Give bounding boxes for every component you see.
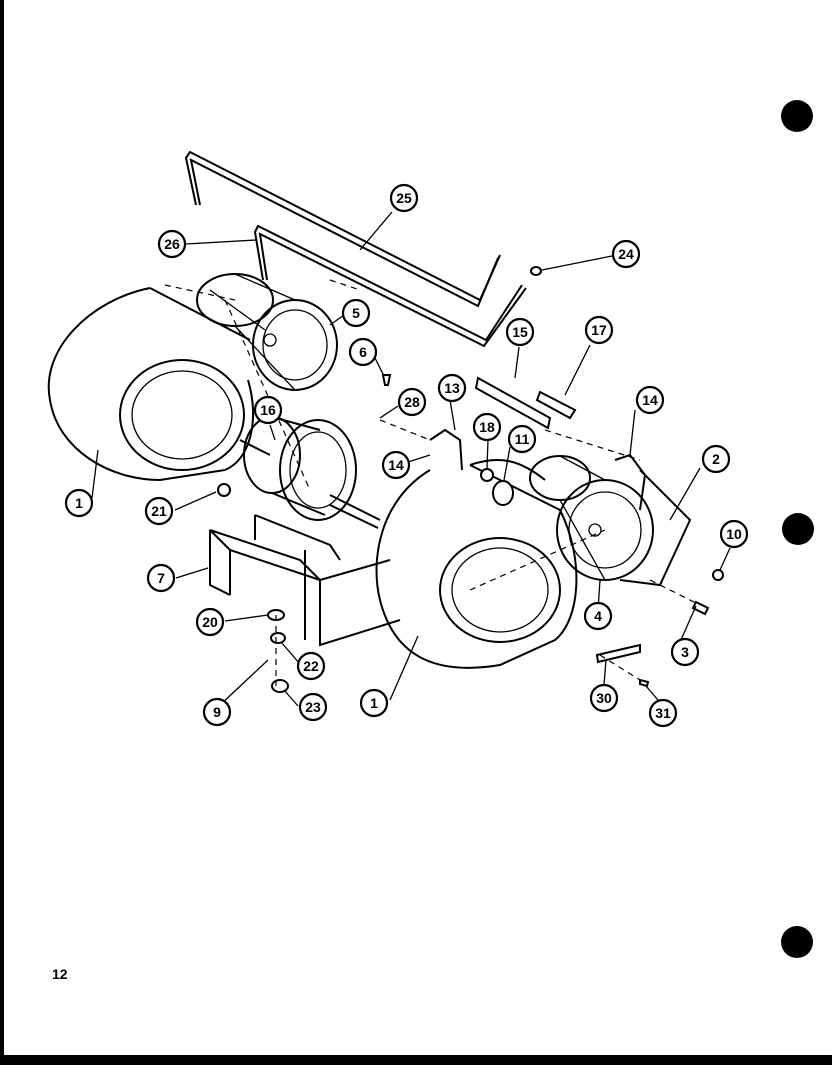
svg-text:26: 26 <box>164 236 180 252</box>
svg-text:18: 18 <box>479 419 495 435</box>
svg-text:28: 28 <box>404 394 420 410</box>
binder-hole-middle <box>782 513 814 545</box>
blower-wheel-right <box>529 455 654 581</box>
svg-text:4: 4 <box>594 608 602 624</box>
alignment-lines <box>164 279 701 686</box>
svg-text:25: 25 <box>396 190 412 206</box>
callout-14-right: 14 <box>635 385 665 415</box>
callout-4: 4 <box>583 601 613 631</box>
callout-30: 30 <box>589 683 619 713</box>
svg-text:7: 7 <box>157 570 165 586</box>
callout-23: 23 <box>298 692 328 722</box>
screw-31 <box>639 678 650 688</box>
callout-26: 26 <box>157 229 187 259</box>
callout-5: 5 <box>341 298 371 328</box>
callout-31: 31 <box>648 698 678 728</box>
binder-hole-bottom <box>781 926 813 958</box>
callout-18: 18 <box>472 412 502 442</box>
support-rod-26 <box>253 224 527 348</box>
plug-24 <box>530 266 542 276</box>
blower-wheel-left <box>196 273 338 391</box>
callout-7: 7 <box>146 563 176 593</box>
svg-text:13: 13 <box>444 380 460 396</box>
washer-22 <box>270 632 286 644</box>
svg-text:23: 23 <box>305 699 321 715</box>
callout-21: 21 <box>144 496 174 526</box>
svg-text:22: 22 <box>303 658 319 674</box>
nut-10 <box>712 569 724 581</box>
callout-10: 10 <box>719 519 749 549</box>
nut-23 <box>271 679 289 693</box>
callout-1-right: 1 <box>359 688 389 718</box>
svg-text:2: 2 <box>712 451 720 467</box>
ring-11 <box>492 480 514 506</box>
strip-15 <box>474 376 552 430</box>
page-number: 12 <box>52 966 68 982</box>
callout-2: 2 <box>701 444 731 474</box>
svg-text:14: 14 <box>388 457 404 473</box>
screw-3 <box>691 600 710 616</box>
svg-text:14: 14 <box>642 392 658 408</box>
callout-25: 25 <box>389 183 419 213</box>
svg-text:21: 21 <box>151 503 167 519</box>
callout-15: 15 <box>505 317 535 347</box>
callout-13: 13 <box>437 373 467 403</box>
callout-14-left: 14 <box>381 450 411 480</box>
blower-housing-right <box>375 459 578 669</box>
blower-housing-left <box>47 287 255 482</box>
screw-6 <box>381 374 392 386</box>
leader-lines <box>91 211 731 707</box>
screw-18 <box>480 468 494 482</box>
strip-30 <box>595 643 641 664</box>
callout-1-left: 1 <box>64 488 94 518</box>
binder-hole-top <box>781 100 813 132</box>
bracket-14-right <box>614 453 647 511</box>
svg-text:9: 9 <box>213 704 221 720</box>
support-rod-25 <box>184 150 501 308</box>
svg-text:31: 31 <box>655 705 671 721</box>
svg-text:11: 11 <box>515 431 530 447</box>
svg-text:1: 1 <box>75 495 83 511</box>
screw-21 <box>217 483 231 497</box>
svg-text:20: 20 <box>202 614 218 630</box>
svg-text:17: 17 <box>591 322 607 338</box>
callout-16: 16 <box>253 395 283 425</box>
svg-text:1: 1 <box>370 695 378 711</box>
motor-mount-base <box>209 514 401 647</box>
callout-20: 20 <box>195 607 225 637</box>
strip-17 <box>535 390 577 420</box>
callout-6: 6 <box>348 337 378 367</box>
callout-28: 28 <box>397 387 427 417</box>
svg-text:24: 24 <box>618 246 634 262</box>
svg-text:30: 30 <box>596 690 612 706</box>
callout-9: 9 <box>202 697 232 727</box>
callout-17: 17 <box>584 315 614 345</box>
svg-text:10: 10 <box>726 526 742 542</box>
callout-3: 3 <box>670 637 700 667</box>
svg-text:16: 16 <box>260 402 276 418</box>
svg-text:15: 15 <box>512 324 528 340</box>
callout-22: 22 <box>296 651 326 681</box>
svg-text:5: 5 <box>352 305 360 321</box>
svg-text:3: 3 <box>681 644 689 660</box>
motor <box>239 416 381 529</box>
callout-24: 24 <box>611 239 641 269</box>
cutoff-plate <box>619 469 692 587</box>
callout-11: 11 <box>507 424 537 454</box>
bracket-14-left <box>429 428 463 471</box>
svg-text:6: 6 <box>359 344 367 360</box>
